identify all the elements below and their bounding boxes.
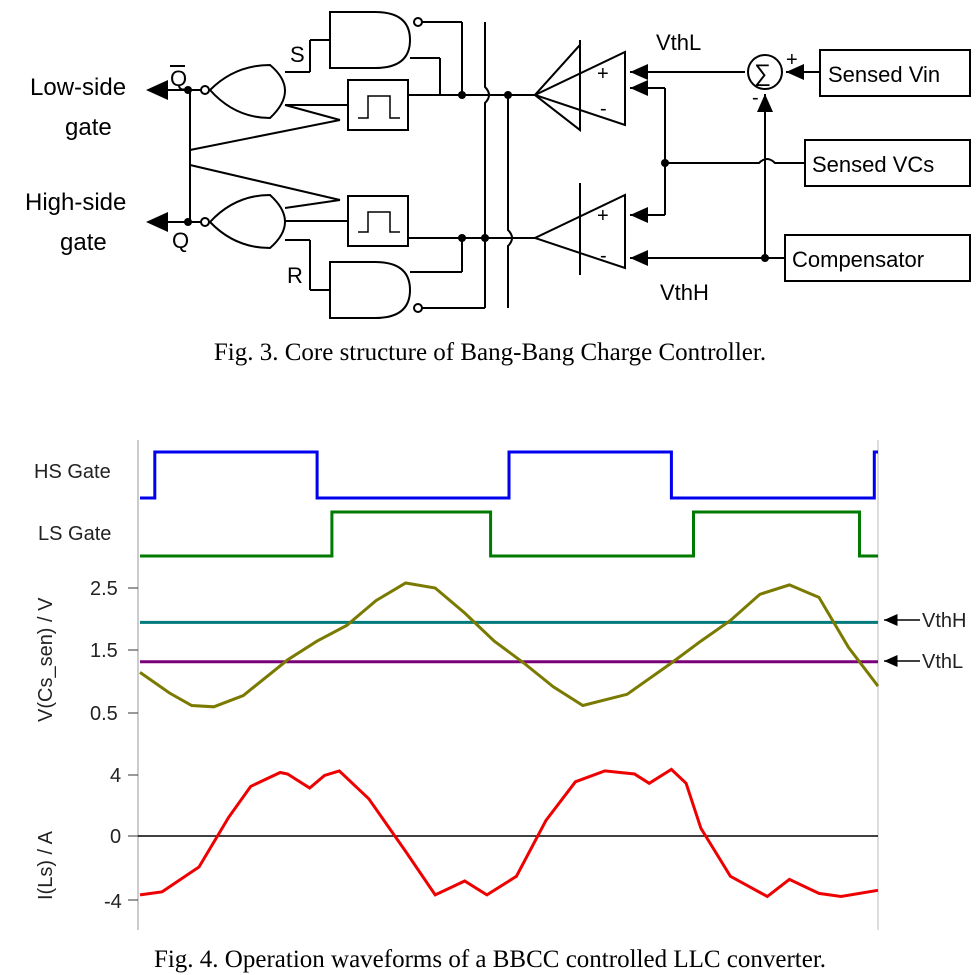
- pulse-block-top: [347, 79, 409, 131]
- vthl-annotation: VthL: [922, 651, 963, 673]
- i-axis-label: I(Ls) / A: [35, 830, 57, 900]
- sum-plus: +: [786, 49, 798, 71]
- low-side-gate-label-2: gate: [65, 114, 112, 141]
- i-tick-label: 0: [110, 826, 121, 848]
- sensed-vin-box: [819, 49, 971, 97]
- v-ticks: 2.5 1.5 0.5: [90, 578, 138, 725]
- i-tick-label: -4: [104, 891, 122, 913]
- v-tick-label: 0.5: [90, 703, 118, 725]
- comp-bottom-minus: -: [600, 245, 607, 267]
- sum-minus: -: [752, 87, 759, 109]
- ls-gate-series: [140, 510, 878, 558]
- sensed-vcs-box: [804, 139, 971, 187]
- fig3-schematic: Low-side gate High-side gate Q Q S R: [25, 11, 971, 319]
- i-ticks: 4 0 -4: [104, 765, 138, 913]
- and-gate-top: [329, 11, 412, 69]
- v-tick-label: 1.5: [90, 640, 118, 662]
- r-label: R: [287, 263, 303, 288]
- compensator-label: Compensator: [792, 247, 924, 272]
- comp-bottom-plus: +: [597, 205, 609, 227]
- or-gate-top: [208, 63, 286, 120]
- sensed-vin-label: Sensed Vin: [828, 62, 940, 87]
- comp-top-plus: +: [597, 63, 609, 85]
- i-tick-label: 4: [110, 765, 121, 787]
- or-gate-bottom: [208, 193, 286, 250]
- fig4-waveforms: HS Gate LS Gate V(Cs_sen) / V I(Ls) / A …: [34, 440, 966, 930]
- hs-gate-label: HS Gate: [34, 461, 111, 483]
- ls-gate-label: LS Gate: [38, 523, 111, 545]
- s-label: S: [290, 42, 305, 67]
- fig4-caption: Fig. 4. Operation waveforms of a BBCC co…: [154, 946, 826, 973]
- v-tick-label: 2.5: [90, 578, 118, 600]
- ils-series: [139, 767, 879, 899]
- high-side-gate-label-2: gate: [60, 229, 107, 256]
- q-bar-label: Q: [170, 66, 187, 91]
- fig3-caption: Fig. 3. Core structure of Bang-Bang Char…: [214, 339, 766, 366]
- vthh-label: VthH: [660, 280, 709, 305]
- sigma-symbol: ∑: [754, 60, 771, 87]
- low-side-gate-label: Low-side: [30, 74, 126, 101]
- pulse-block-bottom: [347, 195, 409, 247]
- summer-block: [747, 54, 783, 90]
- vthl-label: VthL: [656, 30, 701, 55]
- sensed-vcs-label: Sensed VCs: [812, 152, 934, 177]
- compensator-box: [784, 234, 971, 282]
- q-label: Q: [172, 228, 189, 253]
- high-side-gate-label: High-side: [25, 189, 126, 216]
- vcs-series: [139, 581, 880, 709]
- and-gate-bottom: [329, 261, 412, 319]
- vthh-annotation: VthH: [922, 610, 966, 632]
- hs-gate-series: [140, 450, 878, 500]
- comp-top-minus: -: [600, 98, 607, 120]
- v-axis-label: V(Cs_sen) / V: [35, 597, 57, 722]
